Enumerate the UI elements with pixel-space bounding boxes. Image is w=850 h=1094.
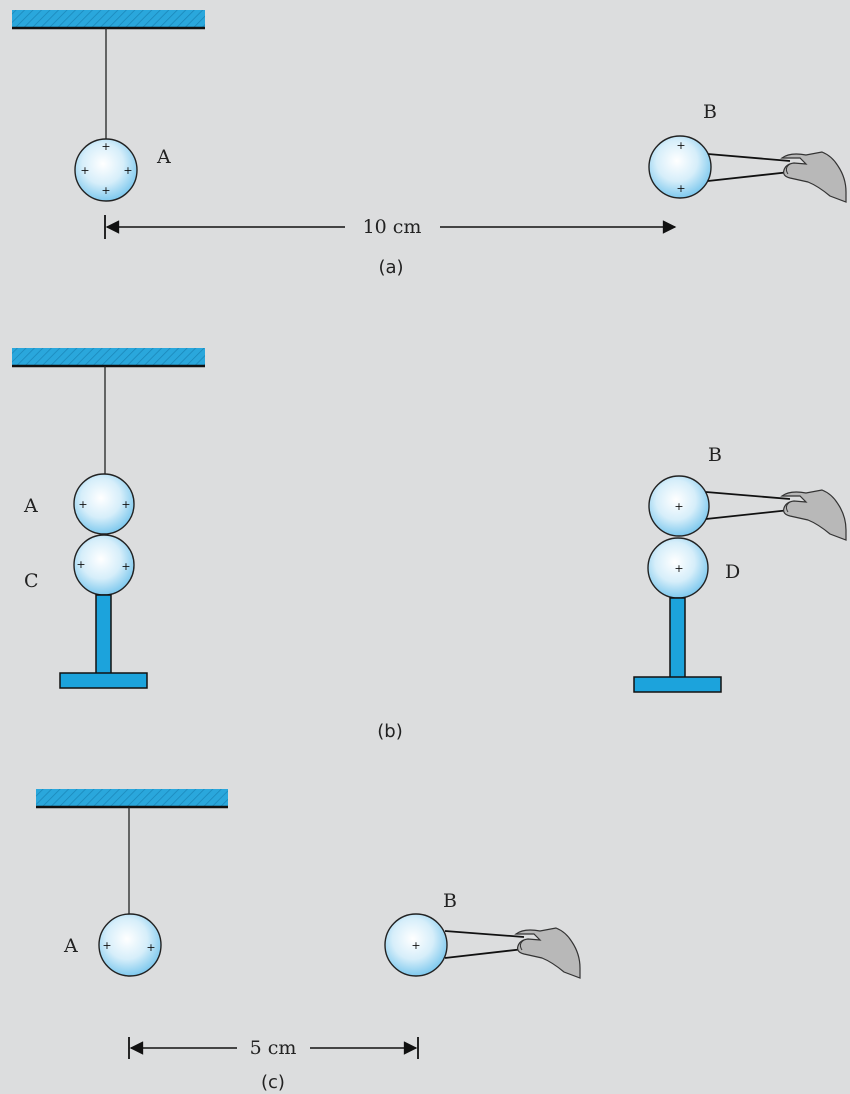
caption-a: (a) xyxy=(378,257,403,278)
svg-text:+: + xyxy=(146,941,155,954)
svg-text:+: + xyxy=(674,500,683,513)
label-c: C xyxy=(24,570,39,592)
insulating-stand-c xyxy=(59,594,148,689)
ceiling-support-a xyxy=(12,10,205,30)
tongs-b xyxy=(705,491,791,520)
distance-label-c: 5 cm xyxy=(250,1037,297,1059)
sphere-a-c: + + xyxy=(98,913,162,977)
sphere-d: + xyxy=(647,537,709,599)
tongs-a xyxy=(707,153,791,182)
sphere-a: + + + + xyxy=(74,138,138,202)
svg-text:+: + xyxy=(101,184,110,197)
svg-text:+: + xyxy=(121,498,130,511)
svg-text:+: + xyxy=(102,939,111,952)
label-b-c: B xyxy=(443,890,457,912)
tongs-c xyxy=(444,930,525,959)
sphere-b-b: + xyxy=(648,475,710,537)
panel-b: + + + + A C + B + xyxy=(12,348,847,742)
label-a-b: A xyxy=(23,495,38,517)
ceiling-support-c xyxy=(36,789,228,809)
caption-b: (b) xyxy=(377,721,402,742)
label-b: B xyxy=(703,101,717,123)
svg-text:+: + xyxy=(80,164,89,177)
distance-marker-c xyxy=(128,1037,419,1059)
svg-text:+: + xyxy=(411,939,420,952)
ceiling-support-b xyxy=(12,348,205,368)
svg-text:+: + xyxy=(676,139,685,152)
panel-a: + + + + A + + B 10 cm (a) xyxy=(12,10,847,278)
label-a: A xyxy=(156,146,171,168)
svg-text:+: + xyxy=(674,562,683,575)
hand-icon xyxy=(780,151,847,203)
label-b-b: B xyxy=(708,444,722,466)
label-d: D xyxy=(725,561,740,583)
insulating-stand-d xyxy=(633,597,722,693)
hand-icon xyxy=(514,927,581,979)
sphere-a-b: + + xyxy=(73,473,135,535)
svg-text:+: + xyxy=(123,164,132,177)
sphere-b: + + xyxy=(648,135,712,199)
svg-text:+: + xyxy=(101,140,110,153)
caption-c: (c) xyxy=(261,1072,285,1093)
label-a-c: A xyxy=(63,935,78,957)
sphere-c: + + xyxy=(73,534,135,596)
svg-text:+: + xyxy=(121,560,130,573)
distance-label-a: 10 cm xyxy=(363,216,422,238)
panel-c: + + A + B 5 cm (c) xyxy=(36,789,581,1093)
distance-marker-a xyxy=(104,215,677,239)
svg-text:+: + xyxy=(676,182,685,195)
hand-icon xyxy=(780,489,847,541)
sphere-b-c: + xyxy=(384,913,448,977)
svg-text:+: + xyxy=(78,498,87,511)
svg-text:+: + xyxy=(76,558,85,571)
